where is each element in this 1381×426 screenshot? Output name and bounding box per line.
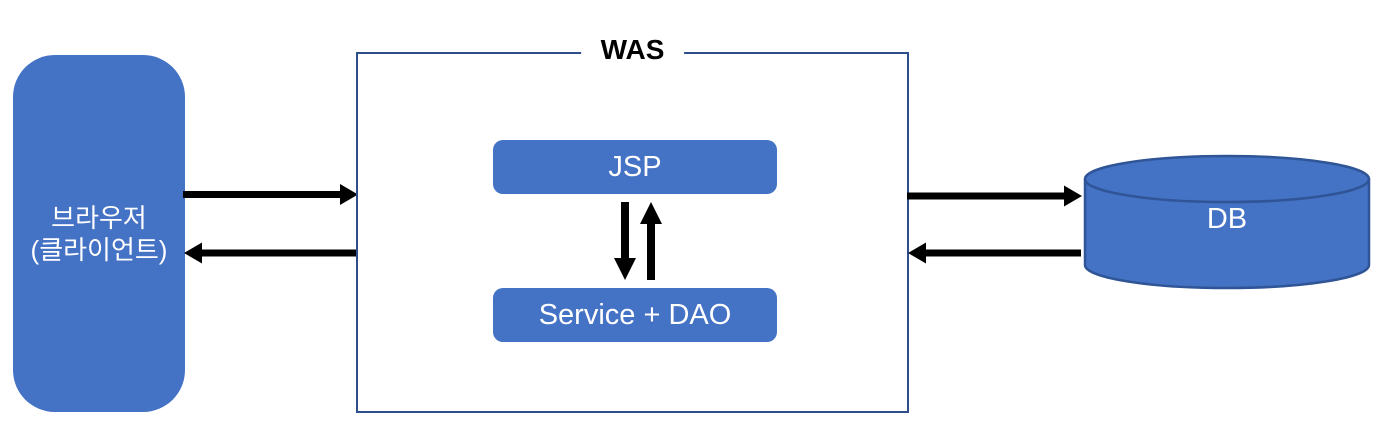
was-db-arrows: [907, 185, 1082, 264]
jsp-node: JSP: [493, 140, 777, 194]
was-title: WAS: [580, 30, 685, 70]
service-dao-node: Service + DAO: [493, 288, 777, 342]
browser-was-arrows: [183, 184, 359, 264]
arrow-up-icon: [640, 202, 662, 280]
response-arrow-left-icon: [184, 242, 359, 264]
service-dao-label: Service + DAO: [538, 298, 732, 331]
browser-label-line2: (클라이언트): [30, 234, 168, 265]
request-arrow-right-icon: [183, 184, 358, 205]
was-container: WAS JSP Service + DAO: [356, 30, 909, 413]
browser-label-line1: 브라우저: [51, 202, 147, 233]
result-arrow-left-icon: [908, 242, 1081, 264]
db-label: DB: [1206, 203, 1248, 235]
browser-client-node: 브라우저 (클라이언트): [13, 55, 185, 412]
arrow-down-icon: [614, 202, 636, 280]
jsp-service-arrows: [614, 202, 662, 280]
query-arrow-right-icon: [907, 185, 1082, 207]
jsp-label: JSP: [608, 150, 662, 183]
db-cylinder-icon: [1083, 154, 1371, 290]
